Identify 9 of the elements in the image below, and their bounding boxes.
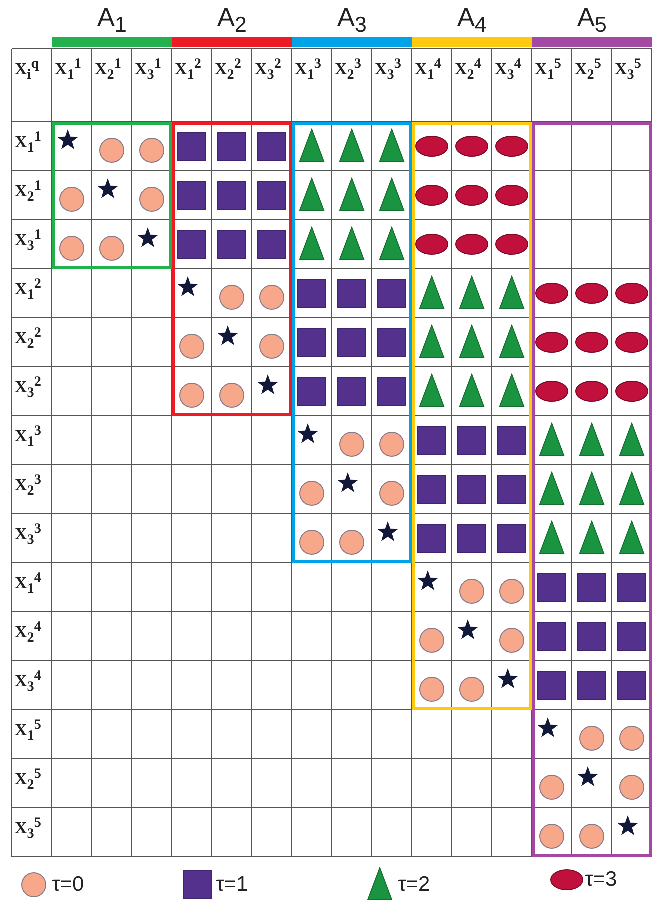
group-header: A$_{4}$ xyxy=(458,4,487,36)
group-header: A$_{2}$ xyxy=(218,4,247,36)
legend-label: τ=2 xyxy=(398,874,430,895)
legend-label: τ=0 xyxy=(52,874,84,895)
group-header: A$_{1}$ xyxy=(98,4,127,36)
legend-label: τ=3 xyxy=(585,869,618,890)
group-header: A$_{5}$ xyxy=(578,4,607,36)
group-header: A$_{3}$ xyxy=(338,4,367,36)
legend-label: τ=1 xyxy=(216,874,248,895)
